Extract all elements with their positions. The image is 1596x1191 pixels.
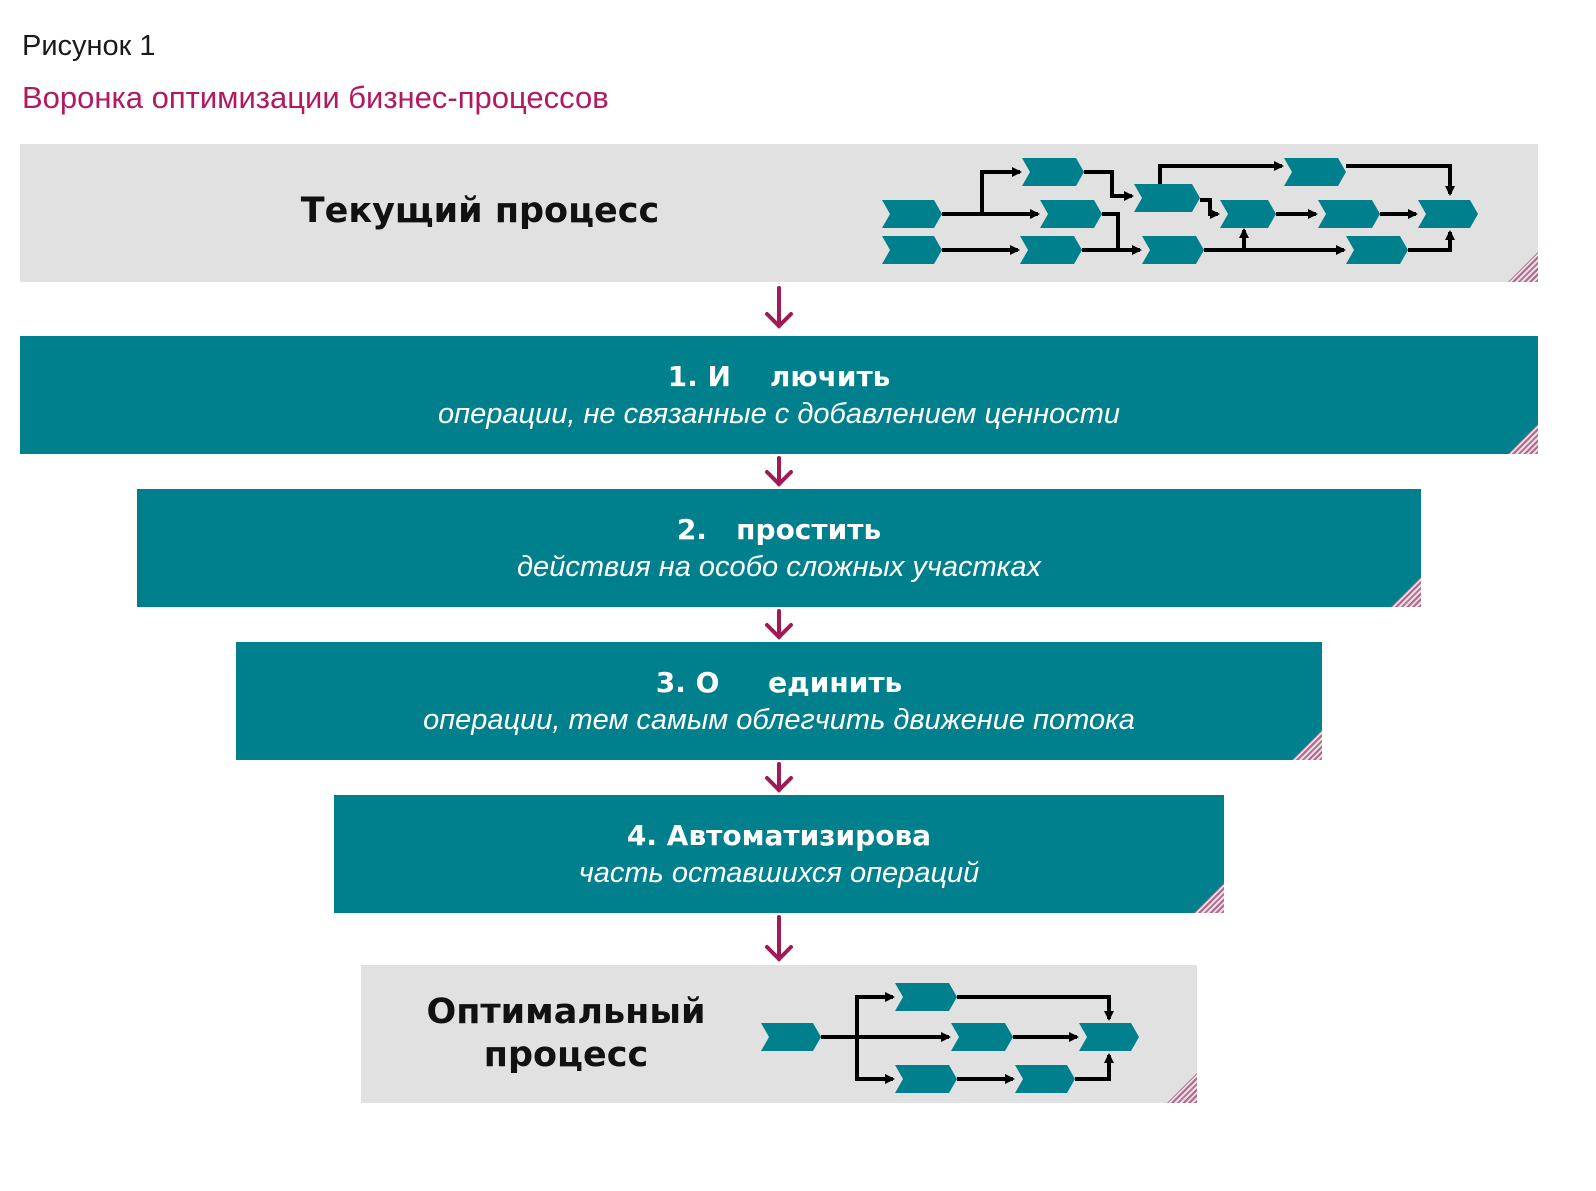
process-node	[1418, 200, 1478, 228]
optimal-process-title: Оптимальный процесс	[391, 991, 741, 1077]
flow-arrow	[1346, 164, 1455, 196]
step-4-subtitle: часть оставшихся операций	[578, 857, 980, 889]
process-node	[1284, 158, 1346, 186]
process-node	[761, 1023, 821, 1051]
optimal-process-box: Оптимальный процесс	[361, 965, 1197, 1103]
current-process-diagram	[882, 158, 1478, 264]
current-process-title: Текущий процесс	[300, 191, 660, 231]
current-process-box: Текущий процесс	[20, 144, 1538, 282]
flow-arrow	[1102, 212, 1120, 252]
flow-arrow	[957, 995, 1114, 1021]
step-2-box: 2. простить действия на особо сложных уч…	[137, 489, 1421, 607]
process-node	[1022, 158, 1084, 186]
down-arrow-icon	[765, 915, 793, 962]
figure-label: Рисунок 1	[22, 30, 156, 62]
process-node	[1346, 236, 1408, 264]
step-2-subtitle: действия на особо сложных участках	[517, 551, 1041, 583]
flow-arrow	[855, 1037, 895, 1084]
step-3-box: 3. О единить операции, тем самым облегчи…	[236, 642, 1322, 760]
flow-arrow	[855, 992, 895, 1037]
down-arrow-icon	[765, 762, 793, 793]
process-node	[882, 236, 942, 264]
step-3-title: 3. О единить	[655, 666, 903, 699]
flow-arrow	[1408, 230, 1455, 252]
flow-arrow	[1200, 198, 1220, 219]
step-1-box: 1. И лючить операции, не связанные с доб…	[20, 336, 1538, 454]
optimal-title-line1: Оптимальный	[426, 992, 706, 1032]
step-4-box: 4. Автоматизирова часть оставшихся опера…	[334, 795, 1224, 913]
figure-title: Воронка оптимизации бизнес-процессов	[22, 80, 609, 115]
process-node	[1142, 236, 1204, 264]
process-node	[1015, 1065, 1075, 1093]
process-node	[1079, 1023, 1139, 1051]
down-arrow-icon	[765, 609, 793, 640]
process-node	[1318, 200, 1380, 228]
process-node	[882, 200, 942, 228]
process-node	[895, 1065, 957, 1093]
optimal-title-line2: процесс	[483, 1035, 649, 1075]
process-node	[1220, 200, 1276, 228]
down-arrow-icon	[765, 286, 793, 329]
process-node	[895, 983, 957, 1011]
optimal-process-diagram	[761, 983, 1139, 1093]
process-node	[951, 1023, 1013, 1051]
step-1-subtitle: операции, не связанные с добавлением цен…	[438, 398, 1120, 430]
down-arrow-icon	[765, 456, 793, 487]
step-2-title: 2. простить	[676, 513, 882, 546]
flow-arrow	[1075, 1053, 1114, 1081]
process-node	[1040, 200, 1102, 228]
step-1-title: 1. И лючить	[667, 360, 891, 393]
flow-arrow	[1158, 161, 1284, 184]
flow-arrow	[980, 167, 1022, 214]
process-node	[1134, 184, 1200, 212]
step-3-subtitle: операции, тем самым облегчить движение п…	[423, 704, 1135, 736]
flow-arrow	[1084, 170, 1134, 201]
step-4-title: 4. Автоматизирова	[626, 819, 932, 852]
process-node	[1020, 236, 1082, 264]
